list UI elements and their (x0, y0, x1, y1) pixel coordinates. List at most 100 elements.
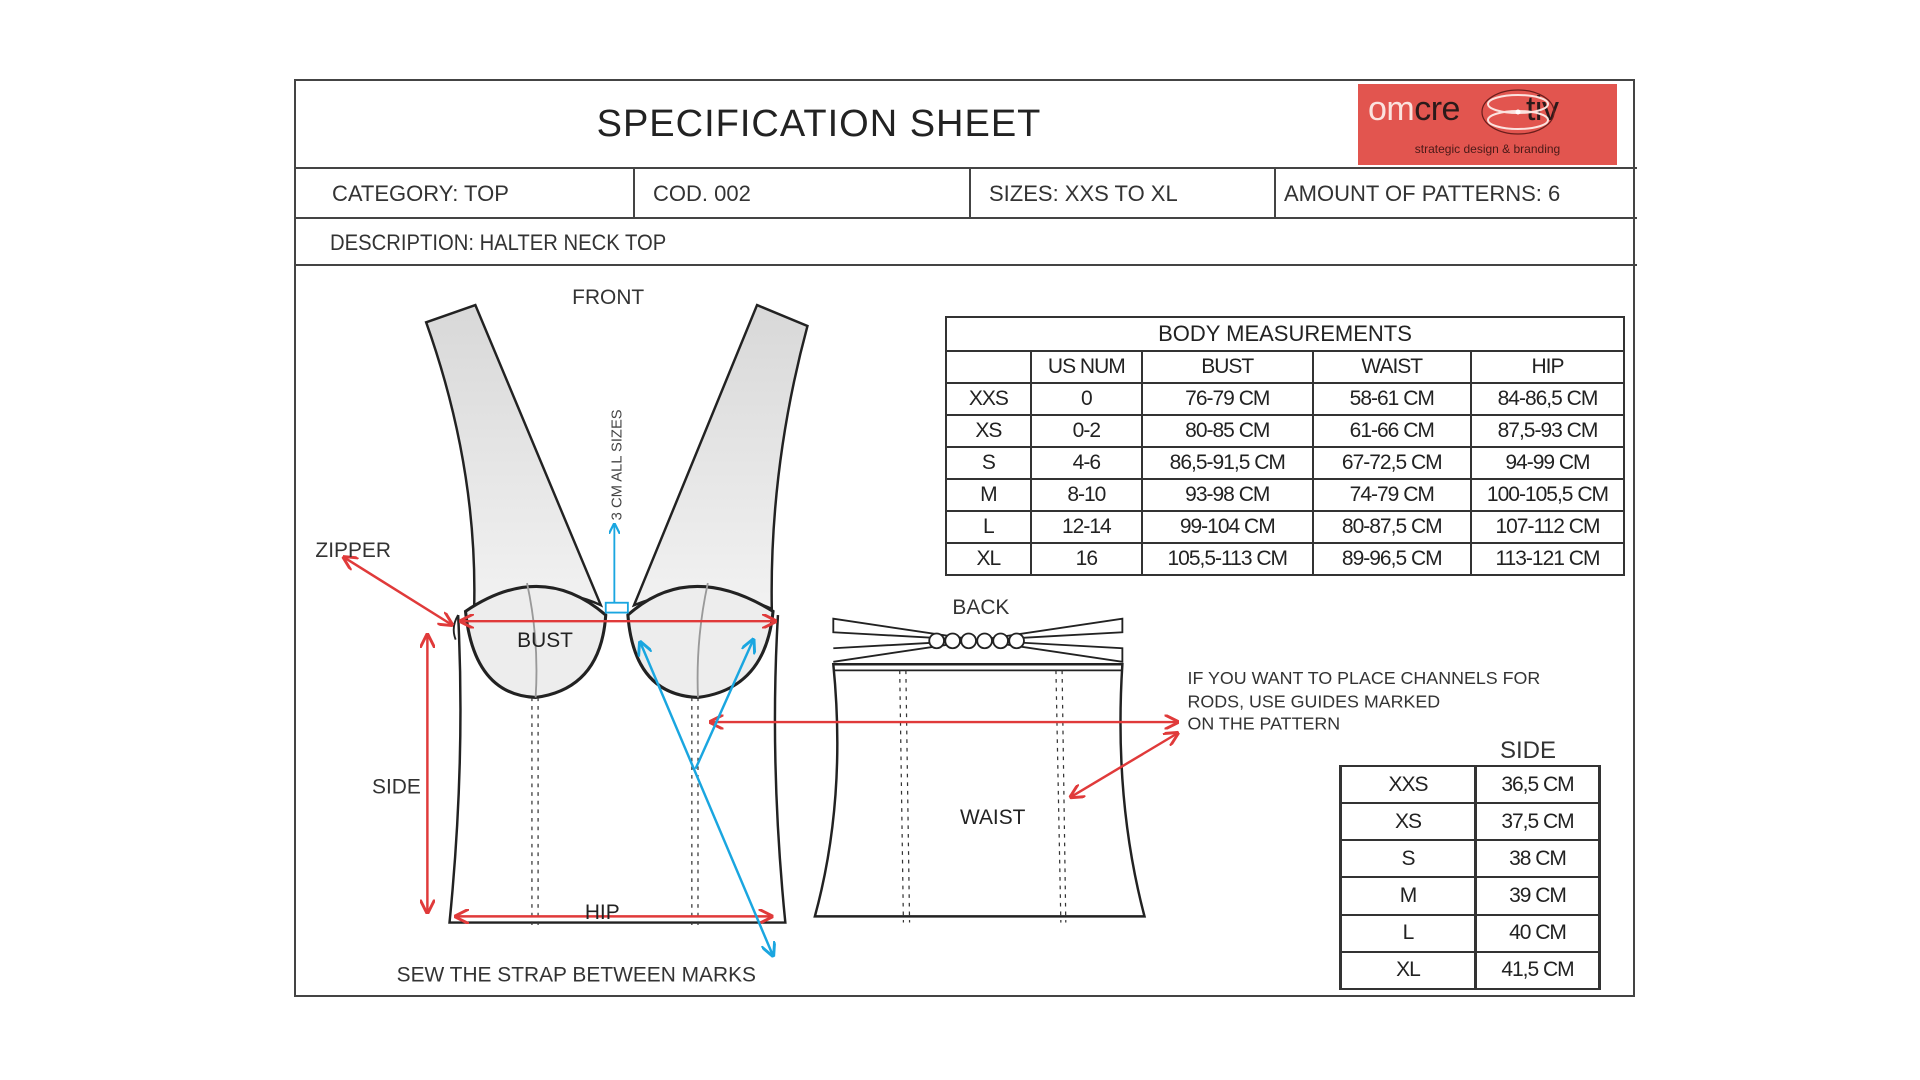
spec-sheet-frame (294, 79, 1635, 997)
description-field: DESCRIPTION: HALTER NECK TOP (330, 229, 667, 255)
hip-cell: 87,5-93 CM (1469, 414, 1626, 449)
header-cell: BUST (1140, 350, 1314, 385)
logo-cre: cre (1414, 90, 1460, 128)
table-title: BODY MEASUREMENTS (945, 315, 1625, 353)
logo-emblem-icon (1481, 89, 1555, 135)
size-cell: L (945, 510, 1032, 545)
side-table-title: SIDE (1500, 737, 1557, 764)
hip-cell: 84-86,5 CM (1469, 382, 1626, 417)
size-cell: XS (945, 414, 1032, 449)
category-field: CATEGORY: TOP (294, 169, 635, 219)
front-garment (424, 303, 809, 926)
front-label: FRONT (572, 286, 644, 309)
back-label: BACK (952, 596, 1009, 619)
left-strap (424, 303, 604, 611)
waist-cell: 80-87,5 CM (1311, 510, 1472, 545)
bust-label: BUST (517, 629, 573, 652)
header-cell: US NUM (1029, 350, 1143, 385)
hip-cell: 107-112 CM (1469, 510, 1626, 545)
sew-mark-arrow-1 (640, 642, 773, 956)
us-num-cell: 0 (1029, 382, 1143, 417)
side-label: SIDE (372, 775, 421, 798)
side-cell: 40 CM (1474, 913, 1601, 953)
channel-note-line-1: IF YOU WANT TO PLACE CHANNELS FOR (1188, 668, 1541, 688)
us-num-cell: 8-10 (1029, 478, 1143, 513)
info-row (294, 169, 1637, 219)
waist-cell: 74-79 CM (1311, 478, 1472, 513)
channel-note-line-2: RODS, USE GUIDES MARKED (1188, 691, 1441, 711)
waist-label: WAIST (960, 806, 1026, 829)
guide-arrows (614, 524, 773, 956)
waist-cell: 67-72,5 CM (1311, 446, 1472, 481)
side-cell: 38 CM (1474, 839, 1601, 879)
sew-note: SEW THE STRAP BETWEEN MARKS (397, 964, 756, 987)
table-header-row: US NUM BUST WAIST HIP (945, 350, 1626, 385)
header-cell: WAIST (1311, 350, 1472, 385)
bust-cell: 80-85 CM (1140, 414, 1314, 449)
zipper-arrow (344, 557, 452, 625)
header-row (294, 79, 1637, 169)
back-hooks (928, 632, 1025, 650)
hip-cell: 94-99 CM (1469, 446, 1626, 481)
size-cell: L (1339, 913, 1477, 953)
logo-tagline: strategic design & branding (1414, 142, 1561, 156)
description-row (294, 219, 1637, 266)
code-field: COD. 002 (635, 169, 971, 219)
waist-cell: 89-96,5 CM (1311, 542, 1472, 576)
back-garment (813, 617, 1147, 923)
logo-om: om (1368, 90, 1415, 128)
size-cell: XXS (1339, 764, 1477, 805)
us-num-cell: 0-2 (1029, 414, 1143, 449)
side-cell: 41,5 CM (1474, 950, 1601, 991)
side-cell: 37,5 CM (1474, 802, 1601, 842)
body-measurements-table: BODY MEASUREMENTS US NUM BUST WAIST HIP … (945, 315, 1626, 576)
right-strap (631, 303, 809, 611)
sizes-field: SIZES: XXS TO XL (971, 169, 1276, 219)
size-cell: XS (1339, 802, 1477, 842)
side-cell: 39 CM (1474, 876, 1601, 916)
zipper-label: ZIPPER (315, 539, 391, 562)
size-cell: S (945, 446, 1032, 481)
header-cell (945, 350, 1032, 385)
bust-cell: 105,5-113 CM (1140, 542, 1314, 576)
waist-cell: 58-61 CM (1311, 382, 1472, 417)
bust-cell: 99-104 CM (1140, 510, 1314, 545)
side-cell: 36,5 CM (1474, 764, 1601, 805)
bust-cell: 86,5-91,5 CM (1140, 446, 1314, 481)
hip-label: HIP (585, 901, 620, 924)
bust-cell: 76-79 CM (1140, 382, 1314, 417)
channel-note-line-3: ON THE PATTERN (1188, 713, 1341, 733)
size-cell: XXS (945, 382, 1032, 417)
sew-mark-arrow-2 (694, 640, 754, 770)
waist-cell: 61-66 CM (1311, 414, 1472, 449)
size-cell: M (945, 478, 1032, 513)
us-num-cell: 4-6 (1029, 446, 1143, 481)
size-cell: S (1339, 839, 1477, 879)
hip-cell: 113-121 CM (1469, 542, 1626, 576)
back-body-outline (813, 663, 1147, 918)
size-cell: XL (1339, 950, 1477, 991)
bust-cell: 93-98 CM (1140, 478, 1314, 513)
size-cell: XL (945, 542, 1032, 576)
waist-arrow (1071, 733, 1178, 797)
patterns-field: AMOUNT OF PATTERNS: 6 (1284, 181, 1561, 206)
header-cell: HIP (1469, 350, 1626, 385)
strap-width-note: 3 CM ALL SIZES (610, 409, 626, 520)
page-title: SPECIFICATION SHEET (596, 102, 1042, 145)
us-num-cell: 12-14 (1029, 510, 1143, 545)
